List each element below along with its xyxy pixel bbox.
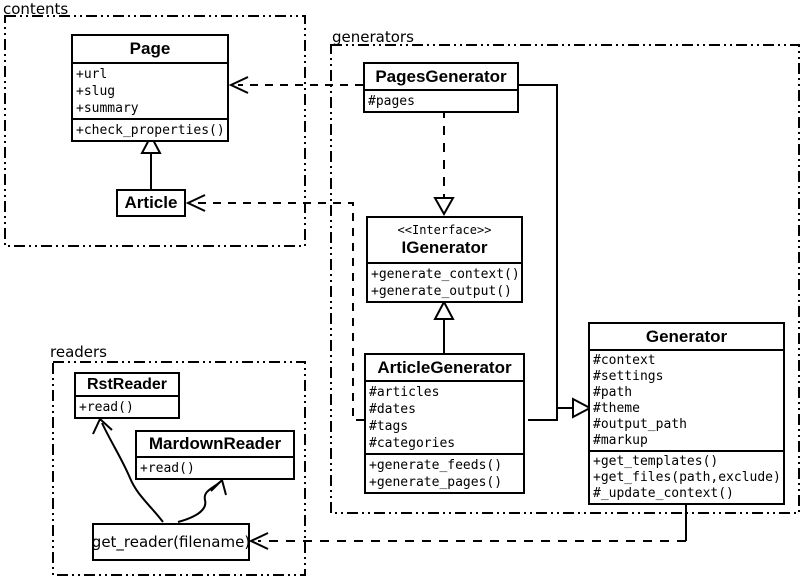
method: +get_templates() [593,454,719,469]
readers-package-label: readers [50,343,107,361]
class-page-name: Page [129,39,171,58]
contents-package-border [4,15,306,247]
method: +generate_context() [371,267,520,282]
open-arrowhead [248,532,269,550]
method: +check_properties() [76,123,225,138]
attribute: #output_path [593,417,687,432]
class-pagesgenerator: PagesGenerator #pages [363,62,519,113]
attribute: +url [76,67,108,82]
generators-package-label: generators [332,28,414,46]
attribute: +summary [76,101,139,116]
class-rstreader-methods: +read() [76,395,178,417]
class-igenerator: <<Interface>> IGenerator +generate_conte… [366,216,523,303]
class-rstreader-name: RstReader [86,375,168,393]
class-markdownreader-name: MardownReader [148,434,282,453]
attribute: +slug [76,84,116,99]
class-igenerator-title: IGenerator [401,237,488,257]
class-rstreader: RstReader +read() [74,372,180,419]
method: +get_files(path,exclude) [593,470,781,485]
class-page: Page +url +slug +summary +check_properti… [71,34,229,142]
hollow-triangle-arrowhead [140,133,162,154]
class-page-attributes: +url +slug +summary [73,62,227,118]
class-article-name: Article [124,193,178,212]
open-arrowhead [228,76,249,94]
method: +generate_pages() [369,475,503,490]
class-markdownreader-methods: +read() [137,456,293,478]
attribute: #pages [368,94,415,109]
readers-package-border [52,361,306,576]
association-getreader-to-markdownreader [177,481,221,523]
open-arrowhead [92,417,113,435]
get-reader-function-box: get_reader(filename) [92,523,250,561]
generalization-pagesgenerator-to-generator [519,84,558,421]
dependency-articlegenerator-to-article [195,202,364,421]
generators-package-border [330,44,800,514]
attribute: #tags [369,419,409,434]
contents-package-label: contents [3,0,69,18]
class-generator: Generator #context #settings #path #them… [588,322,785,505]
method: #_update_context() [593,486,734,501]
hollow-triangle-arrowhead [572,397,593,419]
class-generator-name: Generator [645,326,728,346]
class-igenerator-name: <<Interface>> IGenerator [368,218,521,262]
class-articlegenerator-attributes: #articles #dates #tags #categories [366,380,523,453]
class-articlegenerator-methods: +generate_feeds() +generate_pages() [366,453,523,492]
get-reader-label: get_reader(filename) [91,533,251,551]
attribute: #theme [593,401,640,416]
method: +generate_feeds() [369,458,503,473]
class-igenerator-stereotype: <<Interface>> [397,222,492,237]
class-generator-attributes: #context #settings #path #theme #output_… [590,349,783,450]
class-generator-methods: +get_templates() +get_files(path,exclude… [590,450,783,503]
class-pagesgenerator-attributes: #pages [365,89,517,111]
open-arrowhead [210,478,227,496]
method: +read() [140,461,195,476]
hollow-triangle-arrowhead [433,197,455,217]
class-markdownreader: MardownReader +read() [135,430,295,480]
method: +generate_output() [371,284,512,299]
attribute: #context [593,353,656,368]
class-page-methods: +check_properties() [73,118,227,140]
class-pagesgenerator-name: PagesGenerator [375,66,507,86]
attribute: #settings [593,369,664,384]
attribute: #dates [369,402,416,417]
hollow-triangle-arrowhead [433,299,455,320]
class-articlegenerator-name: ArticleGenerator [377,357,512,377]
open-arrowhead [185,194,206,212]
method: +read() [79,400,134,415]
class-article: Article [116,189,186,217]
attribute: #categories [369,436,456,451]
association-getreader-to-rstreader [101,422,164,523]
attribute: #path [593,385,633,400]
attribute: #articles [369,385,440,400]
class-igenerator-methods: +generate_context() +generate_output() [368,262,521,301]
attribute: #markup [593,433,648,448]
class-articlegenerator: ArticleGenerator #articles #dates #tags … [364,353,525,494]
